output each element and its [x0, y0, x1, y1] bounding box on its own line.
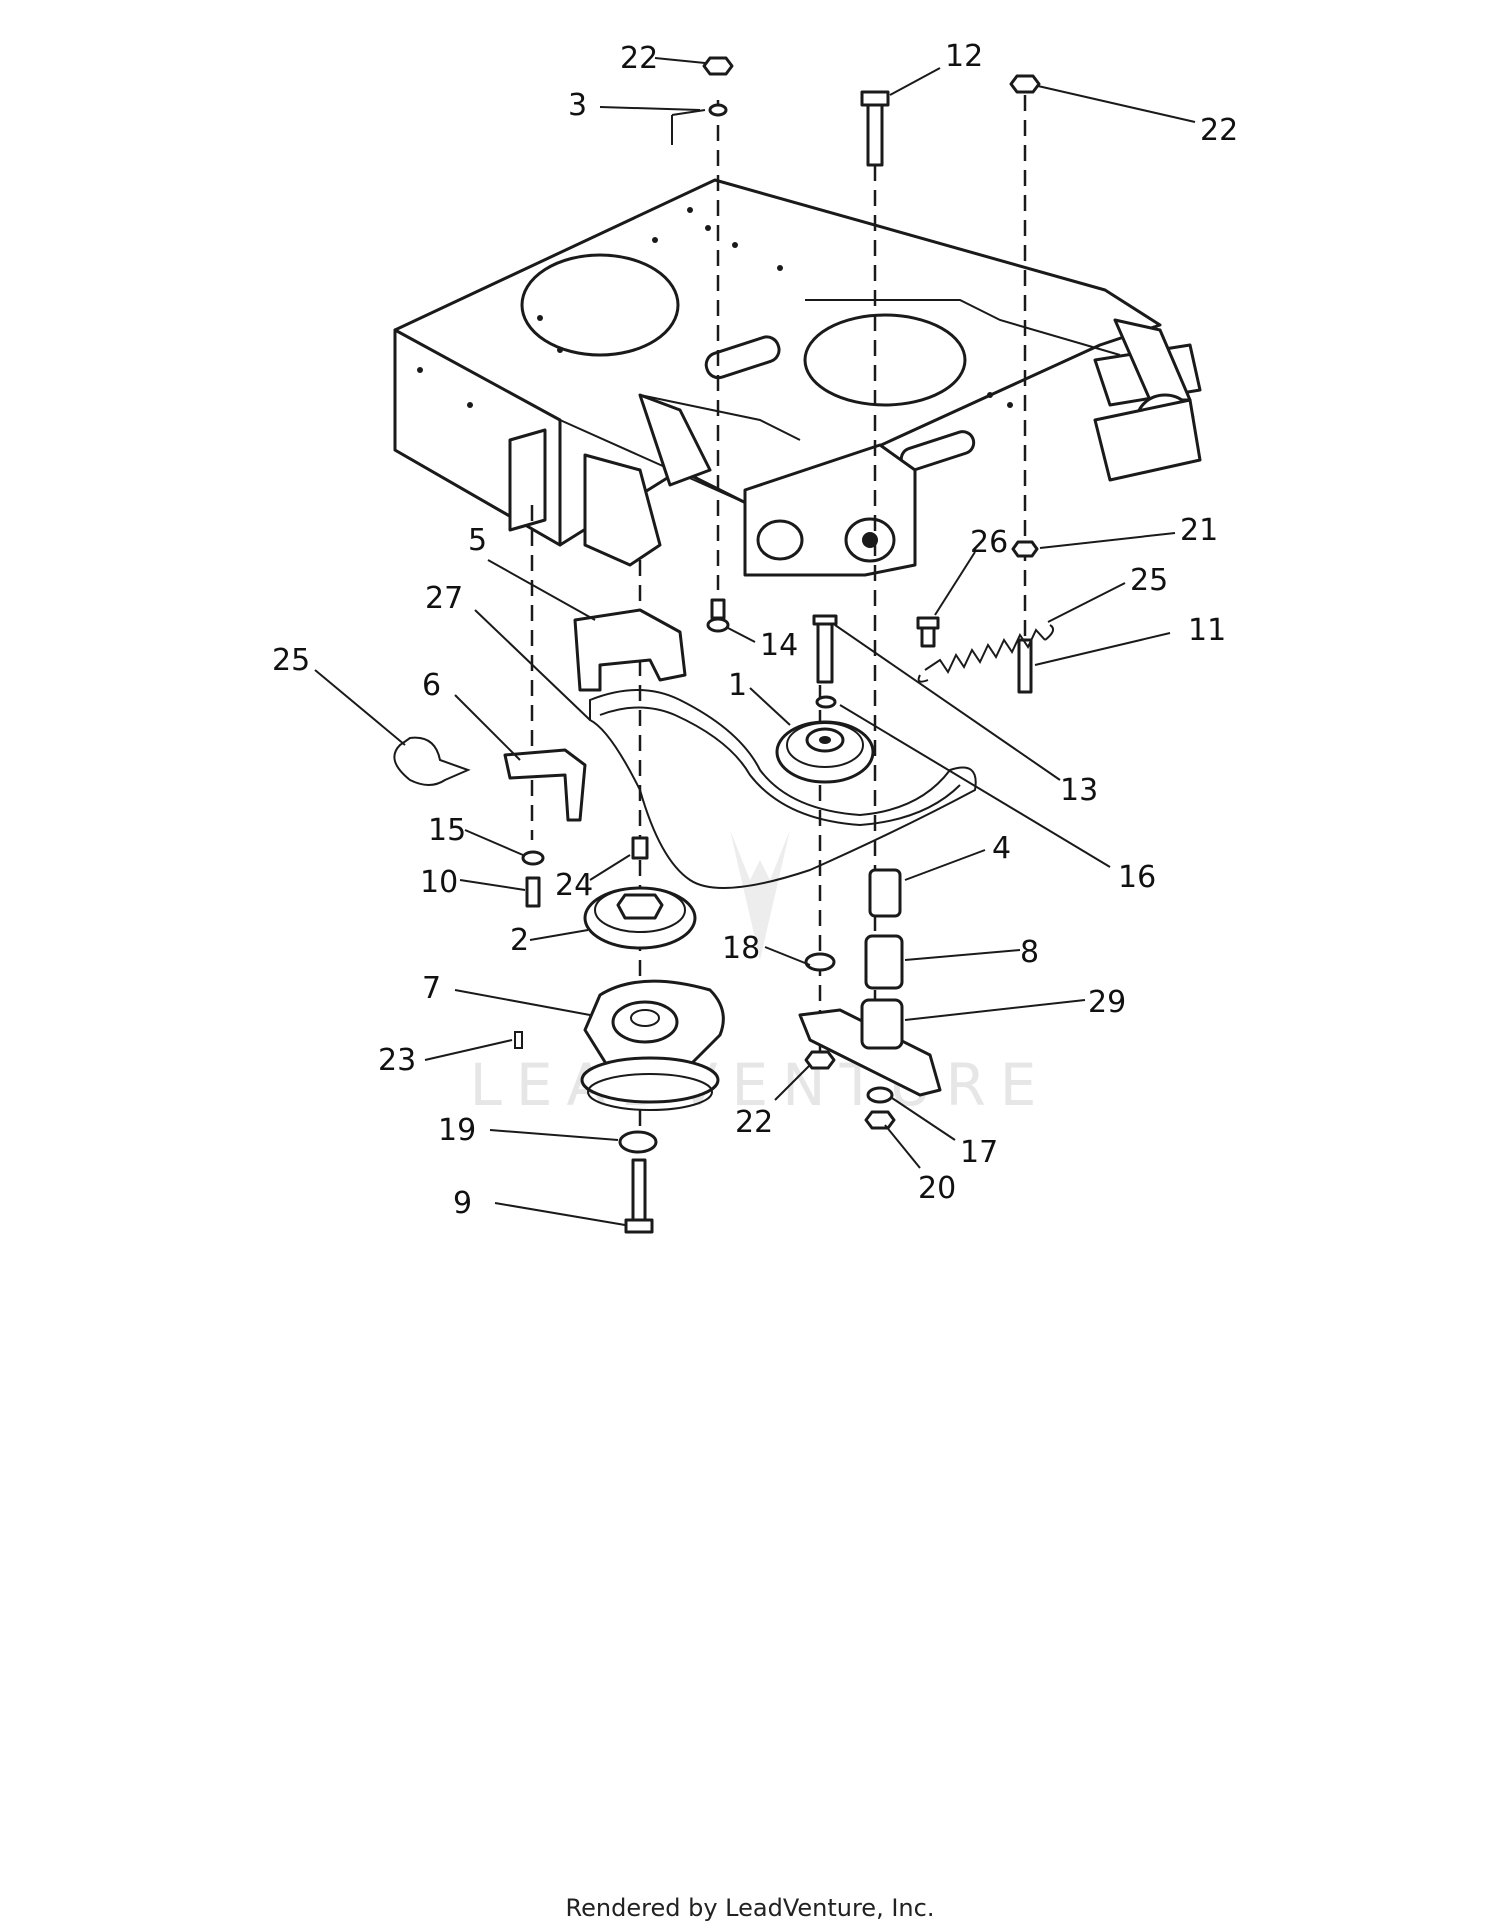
watermark-text: LEADVENTURE	[470, 1051, 1051, 1119]
callout-18: 18	[722, 931, 760, 966]
watermark: LEADVENTURE	[470, 830, 1051, 1119]
callout-24: 26	[970, 525, 1008, 560]
callout-8: 8	[1020, 935, 1039, 970]
callout-2: 2	[510, 923, 529, 958]
callout-10: 10	[420, 865, 458, 900]
callout-22-bottom: 22	[735, 1105, 773, 1140]
callout-labels: 22 3 12 22 21 25 11 26 13 16 4 8 29 18 2…	[272, 39, 1238, 1221]
callout-7: 7	[422, 971, 441, 1006]
belt-and-pulleys	[580, 614, 977, 1234]
callout-22-top-right: 22	[1200, 113, 1238, 148]
top-hardware	[671, 56, 1041, 167]
callout-12: 12	[945, 39, 983, 74]
callout-29: 29	[1088, 985, 1126, 1020]
callout-28: 27	[425, 581, 463, 616]
callout-19: 19	[438, 1113, 476, 1148]
callout-21: 21	[1180, 513, 1218, 548]
callout-16: 16	[1118, 860, 1156, 895]
callout-14: 14	[760, 628, 798, 663]
callout-27: 25	[1130, 563, 1168, 598]
callout-1: 1	[728, 668, 747, 703]
callout-15: 15	[428, 813, 466, 848]
footer-credit: Rendered by LeadVenture, Inc.	[565, 1894, 935, 1922]
callout-3: 3	[568, 88, 587, 123]
callout-11: 11	[1188, 613, 1226, 648]
callout-17: 17	[960, 1135, 998, 1170]
callout-13: 13	[1060, 773, 1098, 808]
idler-arm	[798, 868, 942, 1130]
callout-5: 5	[468, 523, 487, 558]
callout-6: 6	[422, 668, 441, 703]
mower-frame	[393, 178, 1202, 577]
leader-lines	[314, 57, 1196, 1226]
callout-9: 9	[453, 1186, 472, 1221]
callout-26: 25	[272, 643, 310, 678]
callout-25: 24	[555, 868, 593, 903]
callout-23: 23	[378, 1043, 416, 1078]
callout-22-top-left: 22	[620, 41, 658, 76]
right-hardware	[916, 540, 1055, 694]
callout-20: 20	[918, 1171, 956, 1206]
callout-4: 4	[992, 831, 1011, 866]
left-hardware	[393, 598, 730, 1049]
